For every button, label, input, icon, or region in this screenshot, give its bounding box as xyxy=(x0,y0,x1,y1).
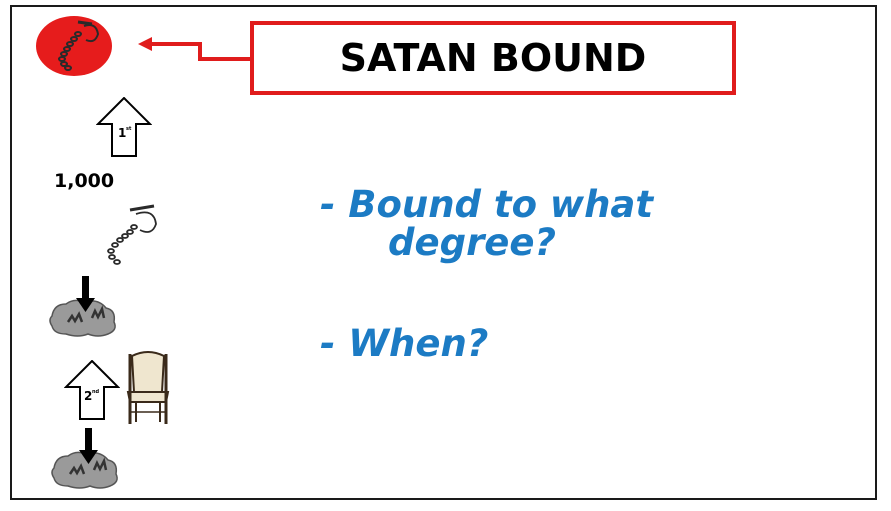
shackle-oval-icon xyxy=(36,16,112,76)
thousand-years-label: 1,000 xyxy=(54,170,115,192)
second-arrow-number: 2 xyxy=(84,389,92,403)
question-one-line2: degree? xyxy=(388,221,556,264)
question-one-line1: - Bound to what xyxy=(320,183,654,226)
slide-frame xyxy=(10,5,877,500)
shackle-icon xyxy=(107,204,157,265)
slide-title: SATAN BOUND xyxy=(339,36,647,80)
question-two: - When? xyxy=(320,322,489,365)
first-coming-up-arrow-icon: 1 st xyxy=(96,97,152,157)
throne-chair-icon xyxy=(126,351,170,424)
rock-pit-icon xyxy=(51,428,118,489)
first-arrow-number: 1 xyxy=(118,126,126,140)
second-coming-up-arrow-icon: 2 nd xyxy=(64,360,120,420)
rock-pit-icon xyxy=(49,276,116,337)
title-box: SATAN BOUND xyxy=(250,21,736,95)
second-arrow-suffix: nd xyxy=(92,389,100,395)
first-arrow-suffix: st xyxy=(126,126,132,132)
